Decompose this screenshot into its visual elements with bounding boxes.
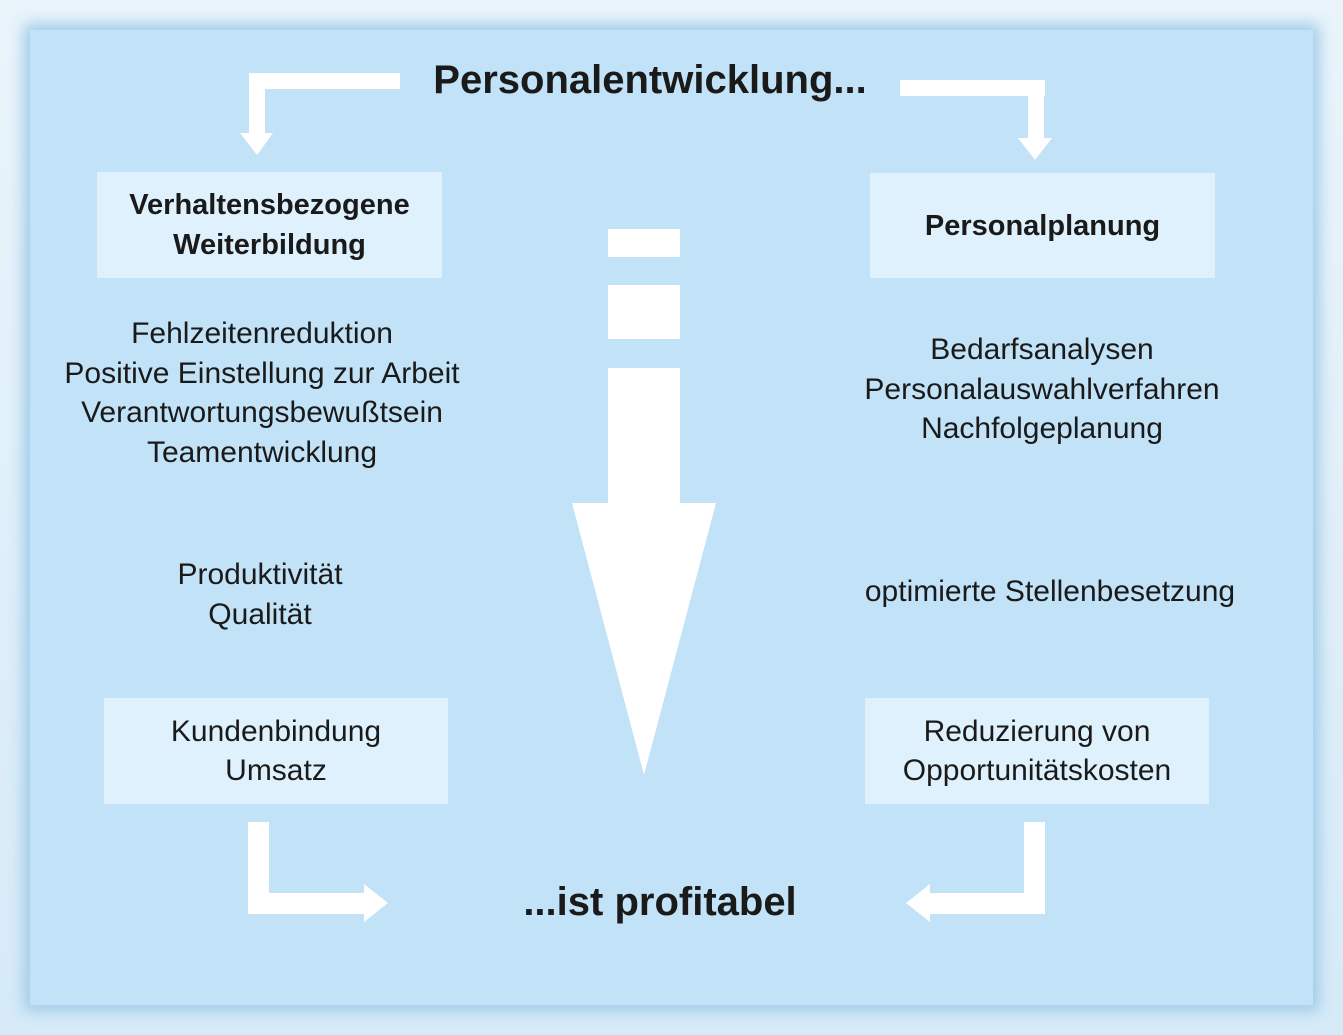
left-header-line-1: Verhaltensbezogene [129,189,410,221]
left-outcomes: Produktivität Qualität [110,555,410,634]
top-left-arrow [240,73,403,155]
list-item: Nachfolgeplanung [921,412,1163,445]
list-item: Positive Einstellung zur Arbeit [64,356,460,390]
right-outcome: optimierte Stellenbesetzung [864,575,1236,608]
right-header: Personalplanung [924,209,1161,242]
list-item: Bedarfsanalysen [930,333,1154,366]
right-result-line-2: Opportunitätskosten [902,754,1172,787]
diagram-footer: ...ist profitabel [523,880,797,924]
list-item: Fehlzeitenreduktion [131,317,393,350]
top-right-arrow [887,80,1052,160]
bottom-right-arrow [906,822,1045,922]
list-item: Personalauswahlverfahren [864,372,1220,406]
left-measures-list: Fehlzeitenreduktion Positive Einstellung… [40,314,484,472]
list-item: Qualität [208,597,312,631]
central-down-arrow [572,229,716,775]
right-measures-list: Bedarfsanalysen Personalauswahlverfahren… [830,330,1254,449]
diagram-title: Personalentwicklung... [400,50,900,110]
left-header-line-2: Weiterbildung [173,229,366,261]
list-item: Teamentwicklung [146,435,378,469]
left-result-box: Kundenbindung Umsatz [104,698,448,804]
list-item: Verantwortungsbewußtsein [81,396,443,429]
left-result-line-2: Umsatz [225,754,327,787]
right-result-box: Reduzierung von Opportunitätskosten [865,698,1209,804]
list-item: Produktivität [177,558,343,591]
right-header-box: Personalplanung [870,173,1215,278]
left-result-line-1: Kundenbindung [170,715,382,748]
bottom-left-arrow [248,822,388,922]
right-result-line-1: Reduzierung von [923,715,1151,748]
left-header-box: Verhaltensbezogene Weiterbildung [97,172,442,278]
